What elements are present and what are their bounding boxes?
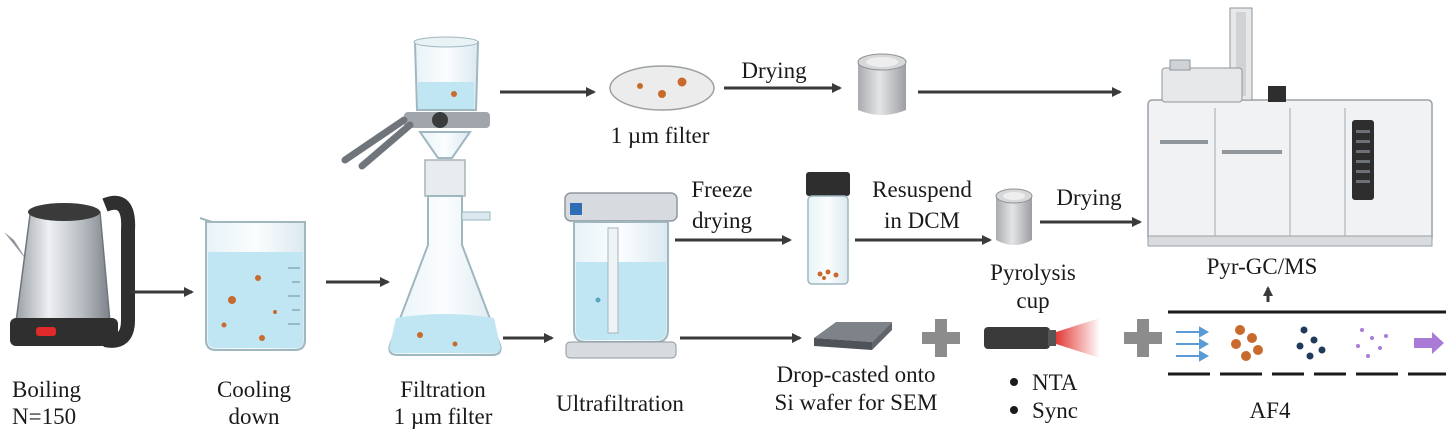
- plus-icon: [922, 319, 960, 357]
- drying-top-label: Drying: [741, 58, 807, 83]
- pyrolysis-cup-icon: [995, 188, 1033, 245]
- vial-icon: [806, 172, 850, 285]
- drying-mid-label: Drying: [1056, 185, 1122, 210]
- pyrolysis-cup-icon: [857, 53, 907, 115]
- resuspend-label-line2: in DCM: [884, 208, 960, 233]
- boiling-count-label: N=150: [12, 404, 76, 429]
- boiling-label: Boiling: [12, 377, 82, 402]
- bullet-icon: [1010, 406, 1018, 414]
- plus-icon: [1124, 319, 1162, 357]
- cooling-label-line2: down: [228, 404, 280, 429]
- sem-label: Drop-casted onto: [776, 362, 935, 387]
- ultrafiltration-label: Ultrafiltration: [556, 391, 684, 416]
- pyr-gcms-label: Pyr-GC/MS: [1207, 254, 1318, 279]
- filtration-label-line2: 1 µm filter: [394, 404, 493, 429]
- si-wafer-icon: [814, 322, 892, 350]
- nta-list-item: NTA: [1032, 370, 1078, 395]
- sem-label-line2: Si wafer for SEM: [775, 390, 938, 415]
- af4-label: AF4: [1250, 398, 1291, 423]
- nta-list-item: Sync: [1032, 398, 1078, 423]
- filtration-flask-icon: [341, 36, 502, 356]
- freeze-drying-label: Freeze: [691, 177, 752, 202]
- filtration-label: Filtration: [400, 377, 486, 402]
- pyrolysis-cup-label: Pyrolysis: [990, 260, 1076, 285]
- filter-label: 1 µm filter: [611, 123, 710, 148]
- bullet-icon: [1010, 378, 1018, 386]
- beaker-icon: [199, 217, 306, 351]
- af4-channel-icon: [1168, 310, 1446, 376]
- resuspend-label: Resuspend: [872, 177, 972, 202]
- ultrafiltration-device-icon: [564, 192, 678, 359]
- cooling-label: Cooling: [217, 377, 292, 402]
- freeze-drying-label-line2: drying: [692, 208, 753, 233]
- gcms-instrument-icon: [1147, 7, 1433, 247]
- kettle-icon: [4, 195, 136, 348]
- nta-laser-icon: [984, 318, 1100, 358]
- pyrolysis-cup-label-line2: cup: [1016, 288, 1049, 313]
- filter-disc-icon: [609, 65, 715, 111]
- flow-arrows: [130, 83, 1273, 343]
